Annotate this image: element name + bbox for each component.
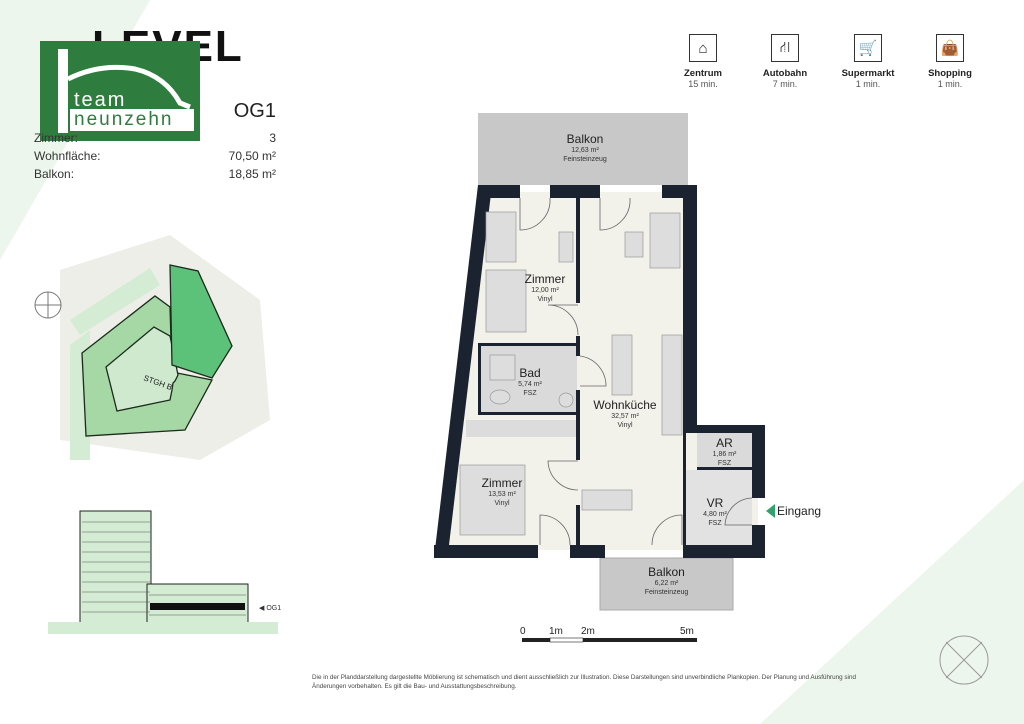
scale-tick-label: 1m <box>549 626 563 637</box>
info-value: 3 <box>269 131 276 145</box>
furniture <box>459 211 683 536</box>
poi-time: 1 min. <box>937 79 963 89</box>
info-value: 70,50 m² <box>228 149 276 163</box>
poi-time: 7 min. <box>772 79 798 89</box>
site-plan: STGH B ◀ OG1 <box>34 235 281 634</box>
compass-bottom-icon <box>939 635 989 685</box>
poi-name: Autobahn <box>762 68 808 79</box>
shopping-bag-icon: 👜 <box>936 34 964 62</box>
city-center-icon: ⌂ <box>689 34 717 62</box>
entrance-arrow-icon <box>766 504 775 518</box>
team-neunzehn-logo: team neunzehn <box>40 41 200 141</box>
poi-name: Zentrum <box>684 68 722 79</box>
highway-icon: ⛙ <box>771 34 799 62</box>
poi-name: Shopping <box>928 68 972 79</box>
level-marker-label: ◀ OG1 <box>259 605 281 612</box>
scale-bar <box>522 637 697 643</box>
disclaimer: Die in der Planddarstellung dargestellte… <box>312 674 856 690</box>
current-floor-marker <box>150 603 245 610</box>
entrance-label: Eingang <box>777 504 822 518</box>
poi-name: Supermarkt <box>841 68 895 79</box>
balcony-bottom <box>599 557 734 611</box>
poi-time: 1 min. <box>855 79 881 89</box>
floor-label: OG1 <box>233 100 276 122</box>
info-label: Zimmer: <box>34 131 78 145</box>
scale-tick-label: 5m <box>680 626 694 637</box>
logo-text-team: team <box>74 89 127 111</box>
cart-icon: 🛒 <box>854 34 882 62</box>
scale-tick-label: 2m <box>581 626 595 637</box>
info-label: Balkon: <box>34 167 75 181</box>
info-value: 18,85 m² <box>228 167 276 181</box>
scale-tick-label: 0 <box>520 626 526 637</box>
logo-text-neunzehn: neunzehn <box>70 109 194 131</box>
walls <box>434 185 765 558</box>
balcony-top <box>478 113 688 185</box>
poi-time: 15 min. <box>688 79 718 89</box>
info-label: Wohnfläche: <box>34 149 101 163</box>
